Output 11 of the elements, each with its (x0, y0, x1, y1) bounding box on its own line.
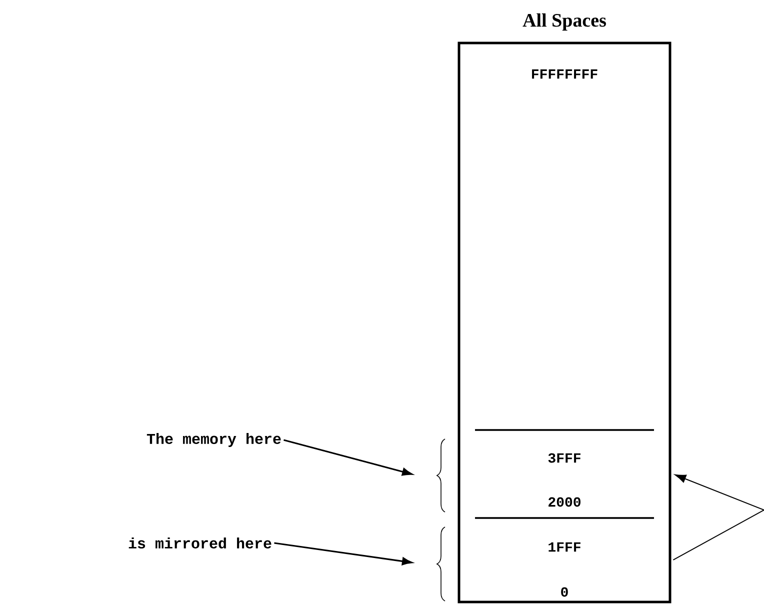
arrow (284, 439, 412, 476)
callout-text: The memory here (146, 433, 281, 447)
callout-text: is mirrored here (128, 537, 272, 548)
address-label: 2000 (548, 497, 580, 507)
address-label: 1FFF (548, 542, 580, 552)
address-label: 0 (561, 587, 568, 597)
address-label: 3FFF (548, 453, 580, 463)
arrow (674, 474, 764, 510)
box-title: All Spaces (522, 13, 606, 31)
arrow (274, 542, 412, 566)
address-label: FFFFFFFF (532, 69, 598, 79)
